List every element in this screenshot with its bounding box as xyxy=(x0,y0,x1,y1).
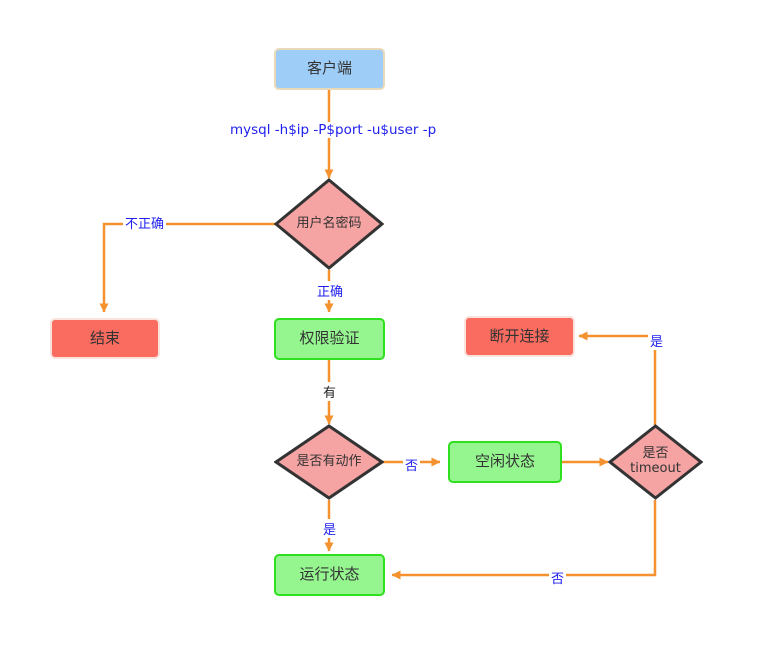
edge-label-privilege-has: 有 xyxy=(321,382,339,401)
node-timeout[interactable]: 是否 timeout xyxy=(608,424,703,500)
edge-label-action-no: 否 xyxy=(403,455,421,474)
node-running[interactable]: 运行状态 xyxy=(274,554,385,596)
node-disconnect-label: 断开连接 xyxy=(489,326,550,345)
edge-label-timeout-yes: 是 xyxy=(648,331,666,350)
node-idle[interactable]: 空闲状态 xyxy=(448,441,562,483)
node-client[interactable]: 客户端 xyxy=(274,48,385,90)
node-privilege-label: 权限验证 xyxy=(299,329,360,348)
diamond-shape-auth xyxy=(274,178,384,270)
node-end-label: 结束 xyxy=(89,328,120,347)
edge-timeout-to-disconnect xyxy=(578,331,657,425)
edge-label-auth-correct: 正确 xyxy=(315,281,346,300)
diamond-shape-has-action xyxy=(274,424,384,500)
node-end[interactable]: 结束 xyxy=(50,318,160,359)
node-client-label: 客户端 xyxy=(306,59,352,78)
edge-auth-to-end xyxy=(99,222,276,313)
node-has-action[interactable]: 是否有动作 xyxy=(274,424,384,500)
node-privilege[interactable]: 权限验证 xyxy=(274,318,385,360)
diamond-shape-timeout xyxy=(608,424,703,500)
edge-label-timeout-no: 否 xyxy=(549,568,567,587)
node-idle-label: 空闲状态 xyxy=(474,452,535,471)
node-running-label: 运行状态 xyxy=(299,565,360,584)
node-auth-check[interactable]: 用户名密码 xyxy=(274,178,384,270)
edge-label-connect-command: mysql -h$ip -P$port -u$user -p xyxy=(228,122,439,138)
edge-timeout-to-running xyxy=(391,500,657,580)
node-disconnect[interactable]: 断开连接 xyxy=(464,316,575,357)
edge-label-action-yes: 是 xyxy=(321,519,339,538)
edge-label-auth-incorrect: 不正确 xyxy=(123,213,167,232)
